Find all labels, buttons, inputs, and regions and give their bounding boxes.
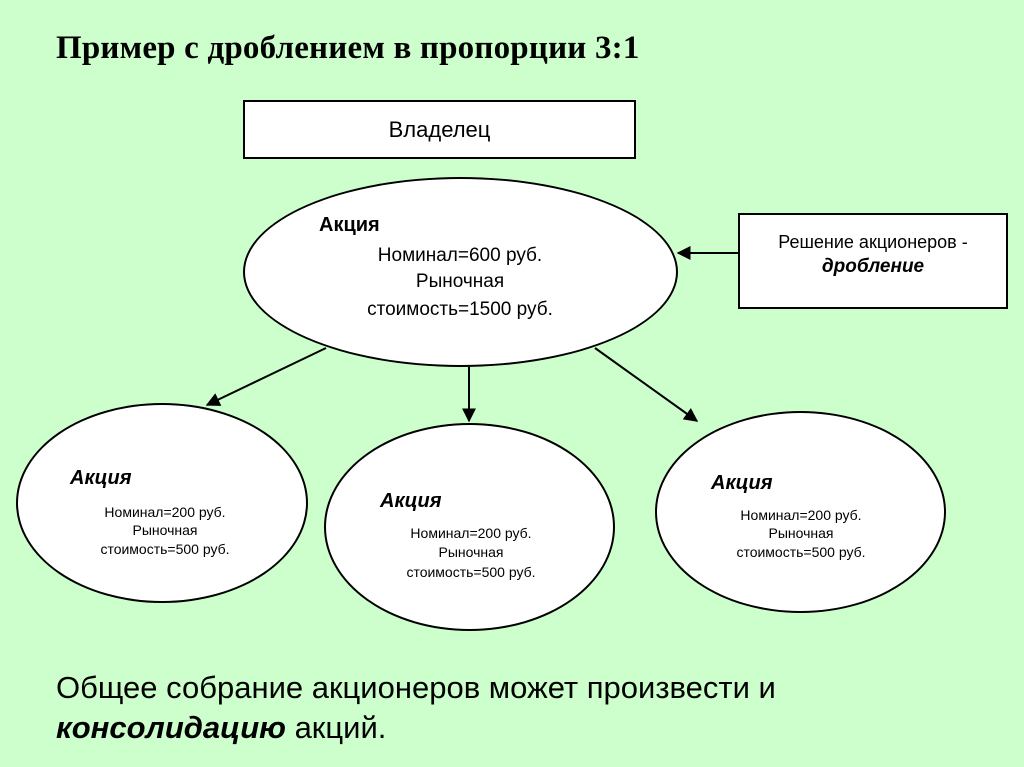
arrow-to-left-share — [205, 347, 327, 406]
share-ellipse-right — [655, 411, 946, 613]
share-nominal: Номинал=200 руб. — [410, 525, 532, 541]
footer-rest: акций. — [285, 710, 387, 745]
owner-box: Владелец — [243, 100, 636, 159]
share-market-value: стоимость=500 руб. — [736, 544, 866, 560]
share-header: Акция — [70, 467, 132, 489]
share-market-label: Рыночная — [415, 271, 505, 292]
share-market-value: стоимость=500 руб. — [100, 541, 230, 557]
share-market-value: стоимость=500 руб. — [406, 564, 536, 580]
share-header: Акция — [380, 490, 442, 512]
share-header: Акция — [711, 472, 773, 494]
footer-line1: Общее собрание акционеров может произвес… — [56, 670, 776, 705]
share-ellipse-middle — [324, 423, 615, 631]
share-nominal: Номинал=200 руб. — [740, 507, 862, 523]
share-nominal: Номинал=600 руб. — [377, 245, 543, 266]
share-header: Акция — [319, 214, 380, 236]
share-nominal: Номинал=200 руб. — [104, 504, 226, 520]
share-ellipse-original — [243, 177, 678, 367]
share-market-label: Рыночная — [438, 544, 504, 560]
share-market-value: стоимость=1500 руб. — [367, 299, 553, 320]
shareholder-decision-box: Решение акционеров - дробление — [738, 213, 1008, 309]
decision-label: Решение акционеров - — [778, 232, 968, 252]
arrow-to-right-share — [594, 347, 699, 422]
footer-emphasis: консолидацию — [56, 710, 286, 745]
slide-title: Пример с дроблением в пропорции 3:1 — [56, 30, 640, 66]
decision-type: дробление — [821, 256, 925, 277]
share-ellipse-left — [16, 403, 308, 603]
share-market-label: Рыночная — [768, 525, 834, 541]
footer-note: Общее собрание акционеров может произвес… — [56, 668, 776, 748]
share-market-label: Рыночная — [132, 522, 198, 538]
